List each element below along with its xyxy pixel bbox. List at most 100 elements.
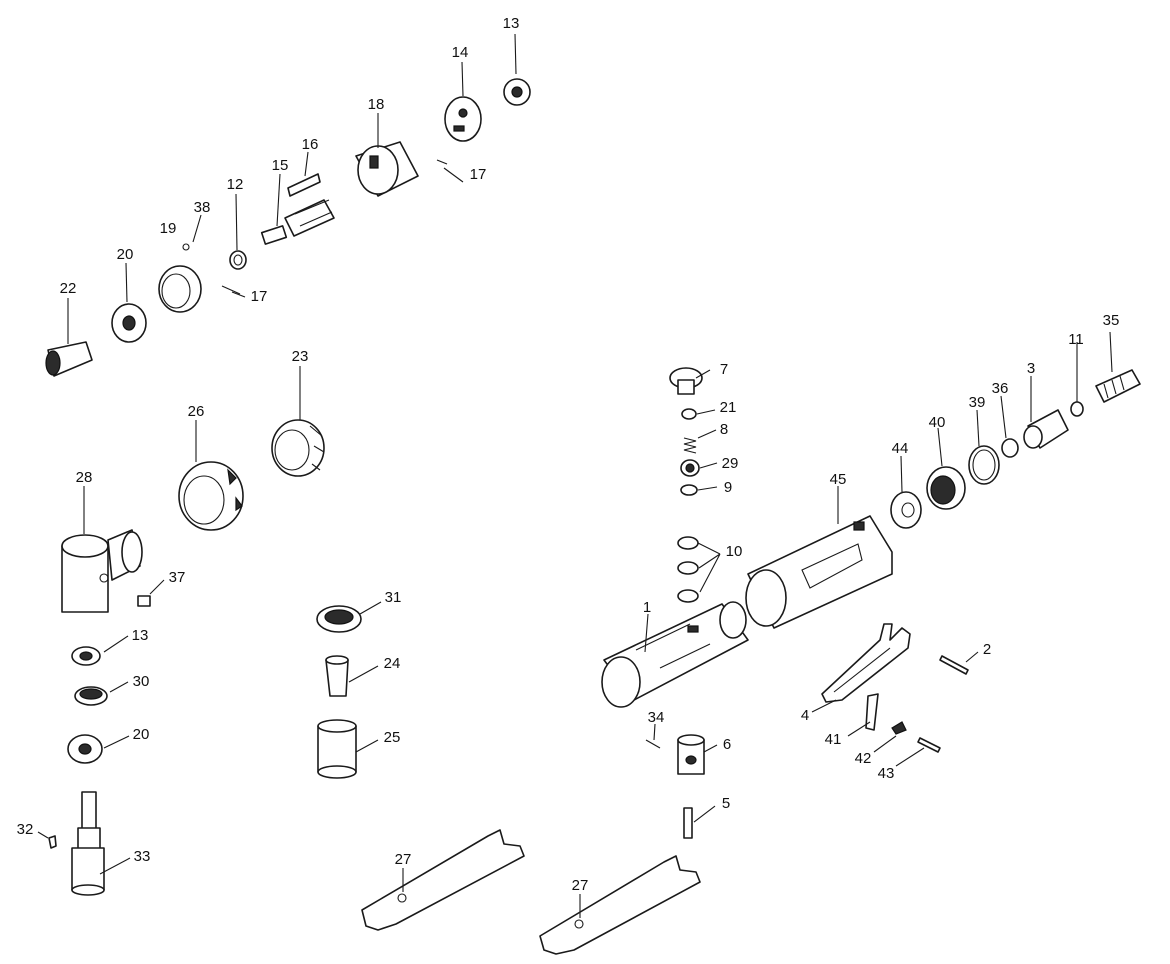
label-4: 4 (801, 707, 809, 724)
label-39: 39 (969, 394, 986, 411)
part-33-spindle (71, 791, 105, 896)
part-3-inlet (1023, 409, 1069, 449)
part-4-lever (821, 623, 911, 703)
label-37: 37 (169, 569, 186, 586)
part-2-pin (939, 655, 969, 675)
label-29: 29 (722, 455, 739, 472)
label-13: 13 (503, 15, 520, 32)
label-25: 25 (384, 729, 401, 746)
part-11-oring (1070, 401, 1084, 417)
label-33: 33 (134, 848, 151, 865)
label-44: 44 (892, 440, 909, 457)
part-12-washer (229, 250, 247, 270)
part-27-wrench-a (361, 829, 525, 931)
part-19-pin (182, 243, 190, 251)
label-22: 22 (60, 280, 77, 297)
label-10: 10 (726, 543, 743, 560)
label-21: 21 (720, 399, 737, 416)
label-17: 17 (470, 166, 487, 183)
part-23-threaded-ring (271, 419, 325, 477)
part-28-angle-head (61, 529, 143, 613)
part-5-pin (683, 807, 693, 839)
label-45: 45 (830, 471, 847, 488)
label-6: 6 (723, 736, 731, 753)
label-34: 34 (648, 709, 665, 726)
label-23: 23 (292, 348, 309, 365)
label-9: 9 (724, 479, 732, 496)
part-1-housing (601, 601, 749, 708)
part-25-collet-nut (317, 719, 357, 779)
part-26-lock-nut (178, 461, 244, 531)
leader-lines (37, 33, 1113, 918)
label-27: 27 (395, 851, 412, 868)
part-13-bearing-top (503, 78, 531, 106)
part-43-pin (917, 737, 941, 753)
part-22-coupling (45, 341, 93, 377)
label-38: 38 (194, 199, 211, 216)
label-14: 14 (452, 44, 469, 61)
part-24-collet (325, 655, 349, 697)
part-17-pin-mid (221, 285, 241, 295)
part-27-wrench-b (539, 855, 701, 955)
part-40-muffler (926, 466, 966, 510)
part-14-end-plate (444, 96, 482, 142)
label-15: 15 (272, 157, 289, 174)
part-30-gear (74, 686, 108, 706)
label-2: 2 (983, 641, 991, 658)
part-18-cylinder (355, 141, 419, 197)
part-45-grip (745, 515, 893, 629)
part-16-vane (287, 173, 321, 197)
part-17-pin-top (436, 159, 448, 165)
label-26: 26 (188, 403, 205, 420)
label-42: 42 (855, 750, 872, 767)
label-16: 16 (302, 136, 319, 153)
part-8-spring (683, 437, 697, 454)
label-40: 40 (929, 414, 946, 431)
label-11: 11 (1068, 331, 1084, 348)
label-8: 8 (720, 421, 728, 438)
part-39-oring (968, 445, 1000, 485)
label-7: 7 (720, 361, 728, 378)
label-19: 19 (160, 220, 177, 237)
part-9-oring (680, 484, 698, 496)
label-1: 1 (643, 599, 651, 616)
label-35: 35 (1103, 312, 1120, 329)
part-10-orings (677, 536, 699, 603)
part-29-valve (680, 459, 700, 477)
label-12: 12 (227, 176, 244, 193)
label-36: 36 (992, 380, 1009, 397)
label-17: 17 (251, 288, 268, 305)
label-32: 32 (17, 821, 34, 838)
part-20-bearing-b (67, 734, 103, 764)
part-44-washer (890, 491, 922, 529)
part-15-rotor (260, 199, 335, 245)
label-13: 13 (132, 627, 149, 644)
part-41-tab (865, 693, 879, 731)
label-24: 24 (384, 655, 401, 672)
part-36-oring (1001, 438, 1019, 458)
part-42-spring (891, 721, 907, 735)
part-32-key (48, 835, 57, 849)
part-37-screw (137, 595, 151, 607)
label-30: 30 (133, 673, 150, 690)
part-ring-housing (158, 265, 202, 313)
part-34-pin (645, 739, 661, 749)
part-20-bearing-a (111, 303, 147, 343)
label-41: 41 (825, 731, 842, 748)
label-28: 28 (76, 469, 93, 486)
part-13-bearing-left (71, 646, 101, 666)
part-21-oring (681, 408, 697, 420)
part-31-nut-ring (316, 605, 362, 633)
part-6-valve-body (677, 734, 705, 775)
label-20: 20 (117, 246, 134, 263)
label-31: 31 (385, 589, 402, 606)
part-labels: 13 14 18 16 17 15 12 38 19 20 17 22 23 2… (17, 15, 1120, 894)
part-35-fitting (1095, 369, 1141, 403)
part-7-valve-cap (669, 367, 703, 395)
label-43: 43 (878, 765, 895, 782)
label-18: 18 (368, 96, 385, 113)
label-5: 5 (722, 795, 730, 812)
label-3: 3 (1027, 360, 1035, 377)
label-20: 20 (133, 726, 150, 743)
label-27: 27 (572, 877, 589, 894)
